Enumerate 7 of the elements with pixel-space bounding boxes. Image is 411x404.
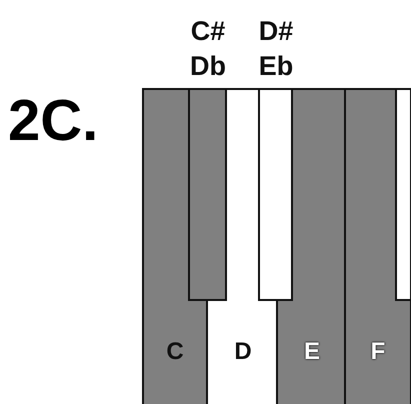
note-label: C# Db [189, 15, 227, 84]
note-label: D [233, 337, 253, 367]
note-label: E [302, 337, 321, 367]
note-label: D# Eb [258, 15, 294, 84]
heading: 2C. [8, 92, 98, 150]
note-label: C [165, 337, 185, 367]
note-label: F [370, 337, 386, 367]
